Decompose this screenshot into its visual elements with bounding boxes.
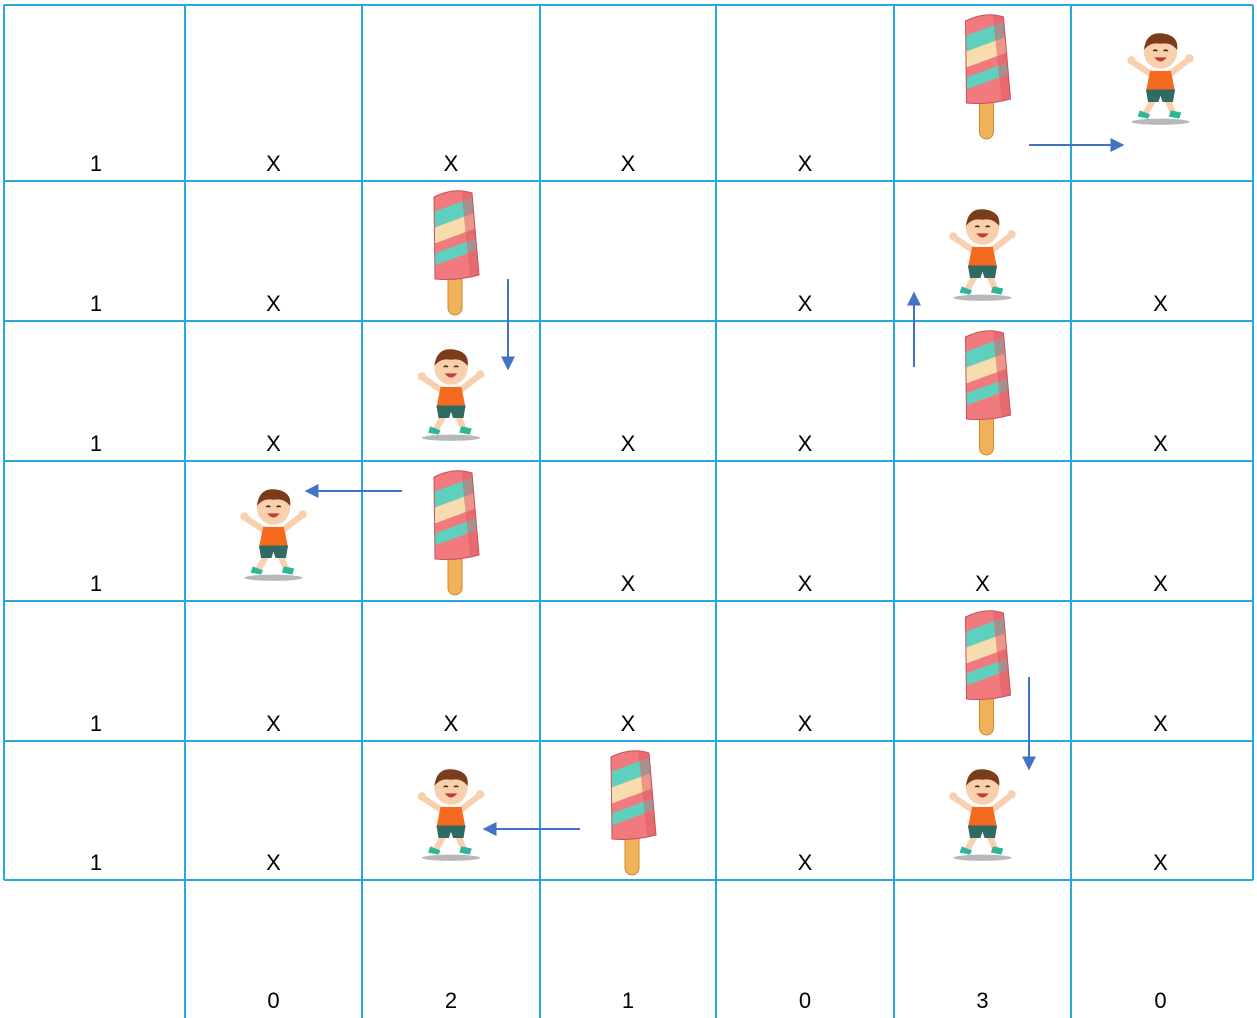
x-mark[interactable]: X bbox=[621, 431, 636, 456]
popsicle-icon[interactable] bbox=[957, 327, 1017, 455]
column-clue: 3 bbox=[976, 988, 988, 1013]
row-clue: 1 bbox=[90, 571, 102, 596]
column-clue: 0 bbox=[1154, 988, 1166, 1013]
x-mark[interactable]: X bbox=[798, 571, 813, 596]
x-mark[interactable]: X bbox=[798, 151, 813, 176]
x-mark[interactable]: X bbox=[975, 571, 990, 596]
x-mark[interactable]: X bbox=[798, 431, 813, 456]
x-mark[interactable]: X bbox=[621, 711, 636, 736]
x-mark[interactable]: X bbox=[1153, 711, 1168, 736]
row-clue: 1 bbox=[90, 291, 102, 316]
x-mark[interactable]: X bbox=[621, 571, 636, 596]
x-mark[interactable]: X bbox=[1153, 571, 1168, 596]
x-mark[interactable]: X bbox=[444, 711, 459, 736]
row-clue: 1 bbox=[90, 711, 102, 736]
row-clue: 1 bbox=[90, 151, 102, 176]
popsicle-icon[interactable] bbox=[602, 747, 662, 875]
x-mark[interactable]: X bbox=[266, 711, 281, 736]
row-clue: 1 bbox=[90, 850, 102, 875]
child-icon[interactable] bbox=[240, 489, 307, 581]
empty-cell[interactable] bbox=[542, 183, 714, 319]
x-mark[interactable]: X bbox=[798, 291, 813, 316]
x-mark[interactable]: X bbox=[266, 291, 281, 316]
child-icon[interactable] bbox=[418, 769, 485, 861]
child-icon[interactable] bbox=[949, 769, 1016, 861]
child-icon[interactable] bbox=[949, 209, 1016, 301]
x-mark[interactable]: X bbox=[798, 850, 813, 875]
popsicle-icon[interactable] bbox=[425, 187, 485, 315]
x-mark[interactable]: X bbox=[1153, 431, 1168, 456]
row-clue: 1 bbox=[90, 431, 102, 456]
x-mark[interactable]: X bbox=[798, 711, 813, 736]
child-icon[interactable] bbox=[1127, 33, 1194, 125]
x-mark[interactable]: X bbox=[266, 850, 281, 875]
popsicle-icon[interactable] bbox=[957, 607, 1017, 735]
x-mark[interactable]: X bbox=[444, 151, 459, 176]
x-mark[interactable]: X bbox=[266, 151, 281, 176]
child-icon[interactable] bbox=[418, 349, 485, 441]
x-mark[interactable]: X bbox=[266, 431, 281, 456]
x-mark[interactable]: X bbox=[1153, 291, 1168, 316]
popsicle-icon[interactable] bbox=[957, 11, 1017, 139]
x-mark[interactable]: X bbox=[621, 151, 636, 176]
column-clue: 1 bbox=[622, 988, 634, 1013]
column-clue: 0 bbox=[799, 988, 811, 1013]
column-clue: 2 bbox=[445, 988, 457, 1013]
x-mark[interactable]: X bbox=[1153, 850, 1168, 875]
popsicle-icon[interactable] bbox=[425, 467, 485, 595]
column-clue: 0 bbox=[267, 988, 279, 1013]
